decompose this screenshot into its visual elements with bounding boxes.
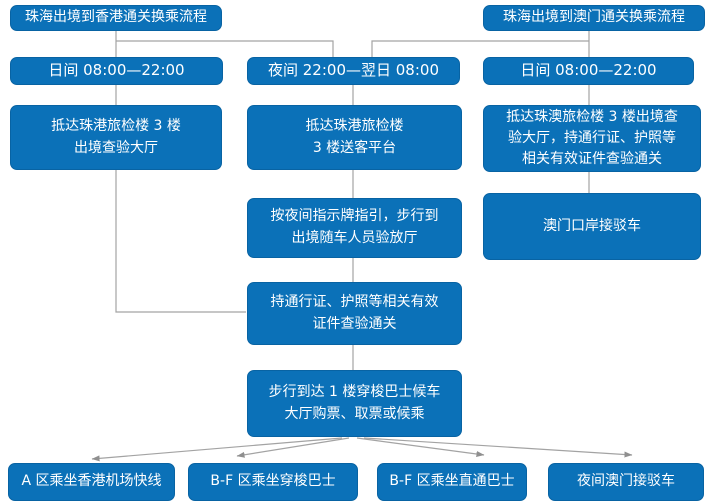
node-night-platform: 抵达珠港旅检楼 3 楼送客平台 <box>247 105 462 170</box>
node-hk-arrival-hall: 抵达珠港旅检楼 3 楼 出境查验大厅 <box>10 105 222 170</box>
node-mo-day-band: 日间 08:00—22:00 <box>483 57 694 85</box>
node-dest-shuttle-bus: B-F 区乘坐穿梭巴士 <box>188 463 358 501</box>
node-dest-through-bus: B-F 区乘坐直通巴士 <box>377 463 527 501</box>
node-mo-port-shuttle: 澳门口岸接驳车 <box>483 193 701 260</box>
node-night-walk: 按夜间指示牌指引，步行到 出境随车人员验放厅 <box>247 198 462 258</box>
node-hk-day-band: 日间 08:00—22:00 <box>10 57 223 85</box>
node-passport-check: 持通行证、护照等相关有效 证件查验通关 <box>247 282 462 345</box>
node-hk-title: 珠海出境到香港通关换乘流程 <box>10 5 222 31</box>
node-mo-title: 珠海出境到澳门通关换乘流程 <box>483 5 705 31</box>
node-dest-night-macau-shuttle: 夜间澳门接驳车 <box>548 463 704 501</box>
node-dest-airport-express: A 区乘坐香港机场快线 <box>8 463 175 501</box>
node-mo-arrival-hall: 抵达珠澳旅检楼 3 楼出境查 验大厅，持通行证、护照等 相关有效证件查验通关 <box>483 105 701 172</box>
node-bus-hall: 步行到达 1 楼穿梭巴士候车 大厅购票、取票或候乘 <box>247 370 462 437</box>
node-night-band: 夜间 22:00—翌日 08:00 <box>247 57 460 85</box>
